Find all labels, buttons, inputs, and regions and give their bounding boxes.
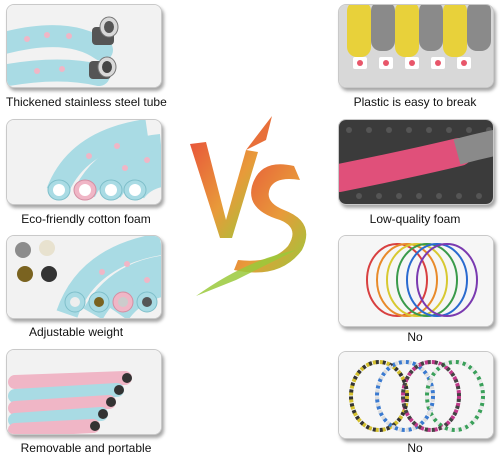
vs-graphic (190, 116, 307, 296)
low-quality-foam-image (339, 120, 493, 204)
thin-hoops-image (339, 236, 493, 326)
panel-removable (6, 349, 162, 435)
caption-adjustable-weight: Adjustable weight (28, 325, 124, 339)
caption-no-1: No (407, 330, 423, 344)
panel-cotton-foam (6, 119, 162, 205)
panel-steel-tube (6, 4, 162, 88)
panel-adjustable-weight (6, 235, 162, 319)
caption-steel-tube: Thickened stainless steel tube (6, 95, 167, 109)
panel-plastic (338, 4, 494, 88)
panel-striped-hoops (338, 351, 494, 439)
cotton-foam-image (7, 120, 161, 204)
panel-thin-hoops (338, 235, 494, 327)
striped-hoops-image (339, 352, 493, 438)
panel-low-quality-foam (338, 119, 494, 205)
adjustable-weight-image (7, 236, 161, 318)
caption-no-2: No (407, 441, 423, 455)
caption-removable: Removable and portable (20, 441, 152, 455)
steel-tube-image (7, 5, 161, 87)
plastic-image (339, 5, 493, 87)
caption-plastic: Plastic is easy to break (353, 95, 477, 109)
caption-low-quality-foam: Low-quality foam (369, 212, 461, 226)
removable-image (7, 350, 161, 434)
caption-cotton-foam: Eco-friendly cotton foam (21, 212, 151, 226)
